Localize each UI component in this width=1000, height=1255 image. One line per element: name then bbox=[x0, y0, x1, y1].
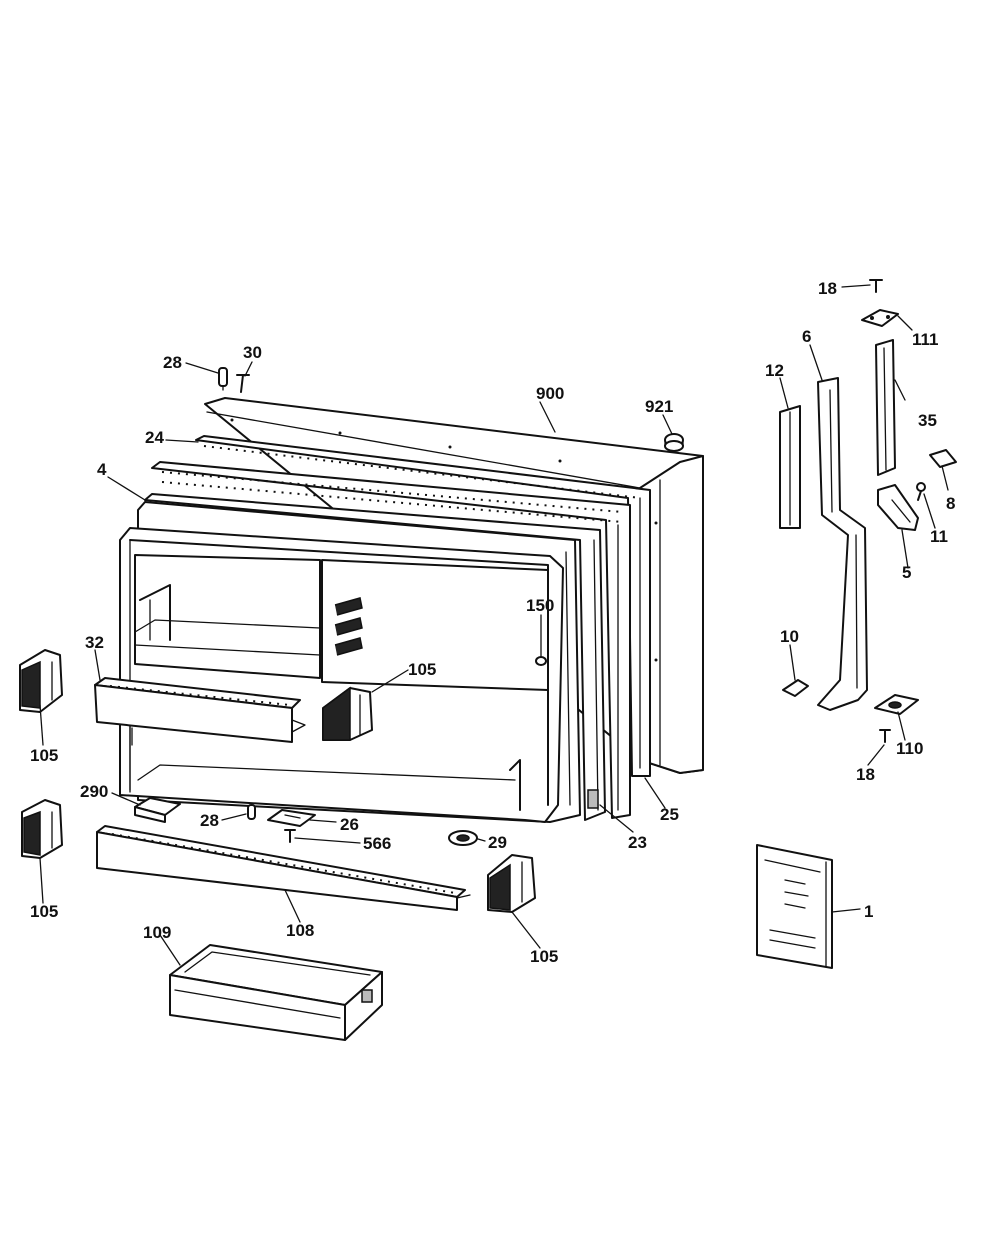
screw-28-lower bbox=[247, 804, 256, 820]
callout-900: 900 bbox=[536, 384, 564, 403]
callout-105-lower-left: 105 bbox=[30, 902, 58, 921]
callout-150: 150 bbox=[526, 596, 554, 615]
callout-290: 290 bbox=[80, 782, 108, 801]
callout-26: 26 bbox=[340, 815, 359, 834]
callout-108: 108 bbox=[286, 921, 314, 940]
callout-566: 566 bbox=[363, 834, 391, 853]
handle-end-cap-111 bbox=[861, 309, 899, 327]
instruction-card-1 bbox=[756, 844, 833, 969]
handle-trim-35 bbox=[875, 339, 896, 476]
trim-strip-12 bbox=[779, 405, 801, 529]
screw-30 bbox=[236, 374, 250, 393]
callout-23: 23 bbox=[628, 833, 647, 852]
callout-35: 35 bbox=[918, 411, 937, 430]
gasket-23 bbox=[144, 493, 606, 821]
handle-6 bbox=[817, 377, 868, 711]
callout-28-lower: 28 bbox=[200, 811, 219, 830]
screw-566 bbox=[284, 829, 296, 843]
callout-29: 29 bbox=[488, 833, 507, 852]
callout-28-top: 28 bbox=[163, 353, 182, 372]
gasket-25 bbox=[195, 435, 651, 777]
gasket-24 bbox=[151, 461, 631, 819]
washer-29 bbox=[448, 830, 478, 846]
callout-11: 11 bbox=[930, 527, 948, 546]
callout-4: 4 bbox=[97, 460, 107, 479]
screw-18-lower bbox=[879, 729, 891, 743]
callout-10: 10 bbox=[780, 627, 799, 646]
callout-921: 921 bbox=[645, 397, 673, 416]
screw-18-top bbox=[869, 279, 883, 293]
callout-labels: 18 111 28 30 6 12 900 921 35 24 4 8 11 5… bbox=[30, 279, 955, 966]
shelf-rail-108 bbox=[96, 825, 471, 911]
callout-111: 111 bbox=[912, 330, 939, 349]
bin-end-cap-105-upper-left bbox=[19, 649, 63, 713]
handle-bracket-5 bbox=[877, 484, 919, 531]
screw-11 bbox=[916, 482, 926, 501]
callout-1: 1 bbox=[864, 902, 873, 921]
handle-end-cap-110 bbox=[874, 694, 919, 715]
inner-liner bbox=[119, 527, 564, 823]
callout-12: 12 bbox=[765, 361, 784, 380]
bin-end-cap-105-lower-left bbox=[21, 799, 63, 859]
bin-end-cap-105-middle bbox=[322, 686, 373, 741]
callout-105-lower-right: 105 bbox=[530, 947, 558, 966]
callout-30: 30 bbox=[243, 343, 262, 362]
callout-6-top: 6 bbox=[802, 327, 811, 346]
screw-28-top bbox=[218, 367, 228, 391]
bracket-290 bbox=[134, 797, 181, 823]
callout-105-upper-left: 105 bbox=[30, 746, 58, 765]
bracket-10 bbox=[782, 679, 809, 697]
shelf-rail-32 bbox=[94, 677, 306, 743]
plug-921 bbox=[664, 433, 684, 452]
callout-24: 24 bbox=[145, 428, 164, 447]
leader-lines bbox=[39, 284, 949, 966]
callout-18-lower: 18 bbox=[856, 765, 875, 784]
callout-105-middle: 105 bbox=[408, 660, 436, 679]
callout-5: 5 bbox=[902, 563, 911, 582]
clip-8 bbox=[929, 449, 957, 468]
callout-110: 110 bbox=[896, 739, 923, 758]
callout-18-top: 18 bbox=[818, 279, 837, 298]
callout-109: 109 bbox=[143, 923, 171, 942]
storage-bin-109 bbox=[169, 944, 383, 1041]
callout-8: 8 bbox=[946, 494, 955, 513]
hinge-plate-26 bbox=[267, 809, 316, 827]
bin-end-cap-105-lower-right bbox=[487, 854, 536, 913]
callout-25: 25 bbox=[660, 805, 679, 824]
callout-32: 32 bbox=[85, 633, 104, 652]
